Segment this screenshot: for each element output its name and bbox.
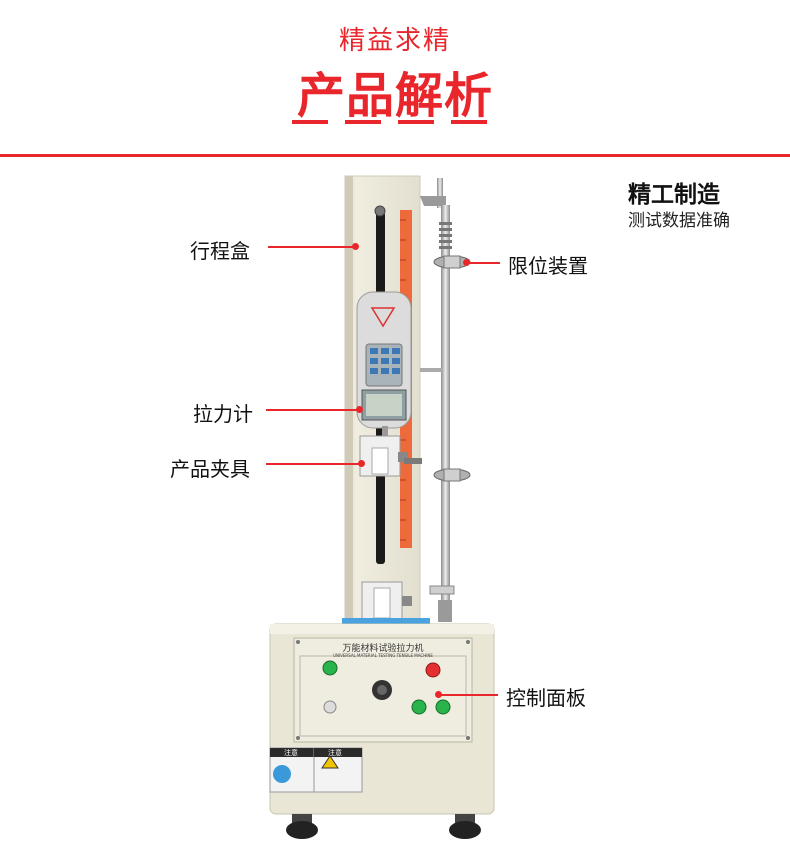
feature-subheading: 测试数据准确	[628, 211, 730, 231]
header-title: 产品解析	[296, 68, 493, 124]
callout-control-panel-label: 控制面板	[506, 686, 586, 710]
callout-force-gauge-line	[266, 409, 360, 411]
callout-travel-box-label: 行程盒	[190, 239, 250, 263]
machine-base	[269, 623, 495, 839]
product-fixture-lower	[342, 581, 430, 628]
notice-sticker-right: 注意	[328, 749, 342, 757]
limit-rod	[420, 178, 471, 622]
feature-heading: 精工制造	[628, 182, 720, 208]
callout-limit-device-label: 限位装置	[508, 254, 588, 278]
title-underline-dash	[398, 120, 434, 124]
force-gauge	[356, 291, 412, 429]
callout-force-gauge-label: 拉力计	[193, 402, 253, 426]
callout-product-fixture-dot	[358, 460, 365, 467]
header-divider	[0, 154, 790, 157]
panel-title-en: UNIVERSAL MATERIAL TESTING TENSILE MACHI…	[333, 653, 433, 658]
callout-travel-box-dot	[352, 243, 359, 250]
title-underline-dash	[451, 120, 487, 124]
callout-control-panel-line	[440, 694, 498, 696]
panel-title-cn: 万能材料试验拉力机	[342, 644, 424, 654]
callout-product-fixture-line	[266, 463, 362, 465]
callout-limit-device-dot	[463, 259, 470, 266]
header-subtitle: 精益求精	[338, 26, 451, 56]
title-underline-dash	[292, 120, 328, 124]
callout-travel-box-line	[268, 246, 356, 248]
title-underline-dash	[345, 120, 381, 124]
product-fixture-upper	[359, 426, 422, 477]
callout-limit-device-line	[468, 262, 500, 264]
callout-control-panel-dot	[435, 691, 442, 698]
callout-product-fixture-label: 产品夹具	[170, 457, 250, 481]
notice-sticker-left: 注意	[284, 749, 298, 757]
callout-force-gauge-dot	[356, 406, 363, 413]
